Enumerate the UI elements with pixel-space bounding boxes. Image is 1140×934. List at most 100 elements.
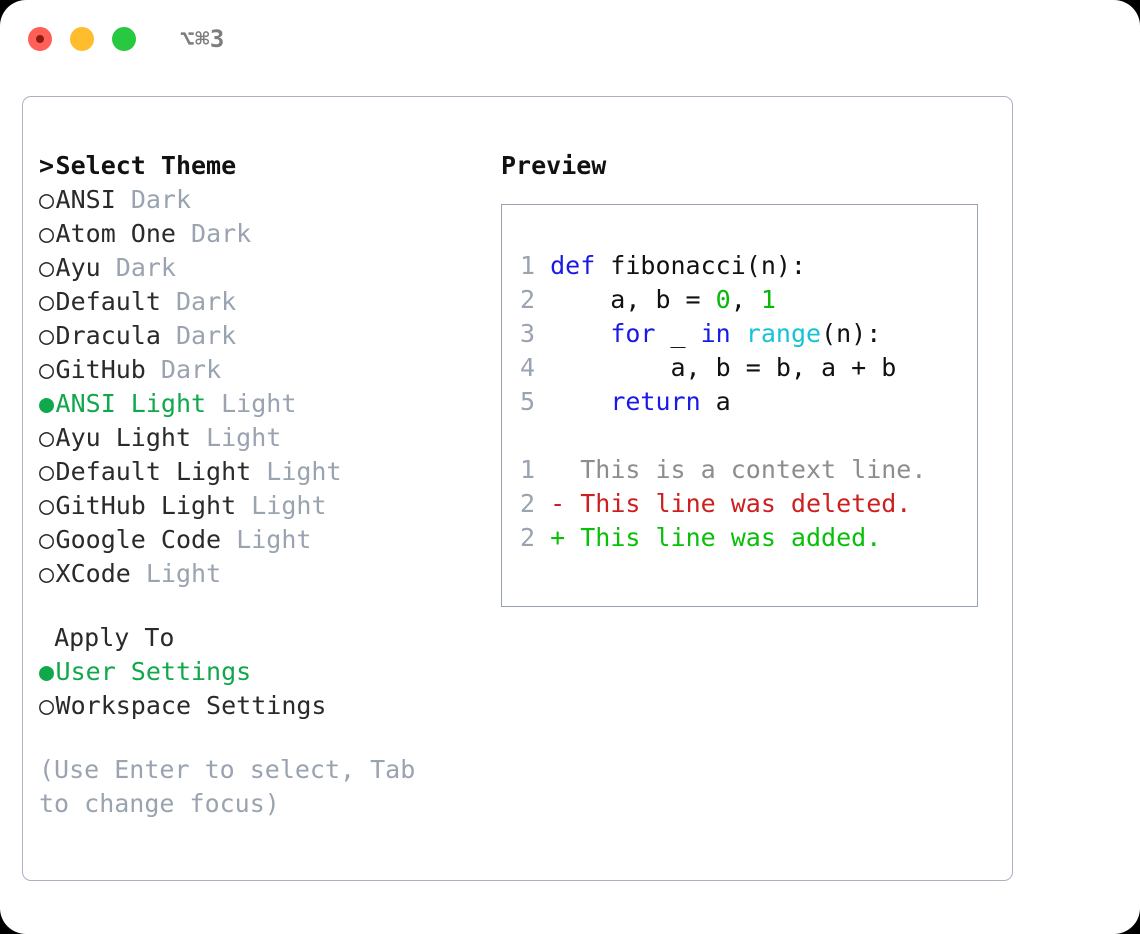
heading-text: Select Theme [55, 151, 237, 180]
code-diff-separator [520, 419, 977, 453]
theme-item-variant: Light [266, 457, 342, 486]
theme-item-variant: Light [236, 525, 312, 554]
theme-item-label: GitHub [55, 355, 146, 384]
diff-line-number: 1 [520, 455, 536, 484]
diff-line: 1 This is a context line. [520, 453, 977, 487]
theme-list: ○ANSI Dark○Atom One Dark○Ayu Dark○Defaul… [39, 183, 489, 591]
theme-item-variant: Dark [175, 321, 237, 350]
theme-list-item[interactable]: ○Atom One Dark [39, 217, 489, 251]
diff-line: 2 + This line was added. [520, 521, 977, 555]
theme-item-variant: Dark [130, 185, 192, 214]
keyboard-hint-text: (Use Enter to select, Tab to change focu… [39, 755, 416, 818]
diff-line-body: This is a context line. [550, 455, 926, 484]
code-token: a, b = [550, 285, 716, 314]
theme-list-item[interactable]: ○Google Code Light [39, 523, 489, 557]
apply-to-item[interactable]: ●User Settings [39, 655, 489, 689]
code-line-number: 5 [520, 387, 536, 416]
code-token: a, b = b, a + b [550, 353, 897, 382]
apply-to-heading-text: Apply To [54, 623, 175, 652]
theme-item-label: Default Light [55, 457, 252, 486]
theme-item-variant: Dark [175, 287, 237, 316]
theme-list-item[interactable]: ○ANSI Dark [39, 183, 489, 217]
zoom-button-icon[interactable] [112, 27, 136, 51]
theme-list-item[interactable]: ○Ayu Dark [39, 251, 489, 285]
radio-unselected-icon: ○ [39, 423, 55, 452]
code-token [731, 319, 746, 348]
apply-to-item[interactable]: ○Workspace Settings [39, 689, 489, 723]
theme-list-item[interactable]: ●ANSI Light Light [39, 387, 489, 421]
diff-line-text: This is a context line. [580, 455, 927, 484]
code-line-number: 3 [520, 319, 536, 348]
diff-line-number: 2 [520, 523, 536, 552]
diff-line-text: This line was added. [580, 523, 882, 552]
radio-unselected-icon: ○ [39, 491, 55, 520]
diff-sample: 1 This is a context line.2- This line wa… [520, 453, 977, 555]
diff-line-text: This line was deleted. [580, 489, 912, 518]
diff-marker: + [550, 523, 566, 552]
theme-item-label: GitHub Light [55, 491, 237, 520]
code-line-number: 4 [520, 353, 536, 382]
theme-item-variant: Dark [191, 219, 252, 248]
radio-unselected-icon: ○ [39, 691, 55, 720]
theme-list-item[interactable]: ○GitHub Dark [39, 353, 489, 387]
code-token: 1 [760, 285, 776, 314]
code-token: in [700, 319, 731, 348]
radio-selected-icon: ● [39, 389, 55, 418]
theme-list-item[interactable]: ○XCode Light [39, 557, 489, 591]
code-token: return [610, 387, 701, 416]
radio-selected-icon: ● [39, 657, 55, 686]
theme-list-item[interactable]: ○GitHub Light Light [39, 489, 489, 523]
theme-item-variant: Dark [115, 253, 176, 282]
code-line-number: 1 [520, 251, 536, 280]
theme-item-label: Google Code [55, 525, 222, 554]
theme-item-label: Atom One [55, 219, 176, 248]
radio-unselected-icon: ○ [39, 525, 55, 554]
code-token: range [745, 319, 822, 348]
radio-unselected-icon: ○ [39, 355, 55, 384]
code-token: , [730, 285, 761, 314]
code-line-number: 2 [520, 285, 536, 314]
theme-item-label: Default [55, 287, 161, 316]
theme-item-variant: Light [251, 491, 327, 520]
theme-list-item[interactable]: ○Dracula Dark [39, 319, 489, 353]
code-token: for [610, 319, 656, 348]
theme-picker-heading: >Select Theme [39, 149, 489, 183]
code-token: _ [655, 319, 701, 348]
main-panel: >Select Theme ○ANSI Dark○Atom One Dark○A… [22, 96, 1013, 881]
preview-title: Preview [501, 151, 607, 180]
code-line: 4 a, b = b, a + b [520, 351, 977, 385]
radio-unselected-icon: ○ [39, 219, 55, 248]
radio-unselected-icon: ○ [39, 559, 55, 588]
apply-to-item-label: Workspace Settings [55, 691, 327, 720]
diff-line-number: 2 [520, 489, 536, 518]
code-token: a [700, 387, 731, 416]
theme-item-label: Dracula [55, 321, 161, 350]
theme-item-label: Ayu Light [55, 423, 192, 452]
minimize-button-icon[interactable] [70, 27, 94, 51]
window-titlebar: ⌥⌘3 [0, 0, 1140, 78]
theme-list-item[interactable]: ○Default Light Light [39, 455, 489, 489]
theme-list-item[interactable]: ○Default Dark [39, 285, 489, 319]
diff-line: 2- This line was deleted. [520, 487, 977, 521]
apply-to-item-label: User Settings [55, 657, 252, 686]
diff-line-body: + This line was added. [550, 523, 881, 552]
code-token: def [550, 251, 596, 280]
code-token: (n): [821, 319, 882, 348]
radio-unselected-icon: ○ [39, 287, 55, 316]
theme-list-item[interactable]: ○Ayu Light Light [39, 421, 489, 455]
theme-item-variant: Light [221, 389, 297, 418]
apply-to-list: ●User Settings○Workspace Settings [39, 655, 489, 723]
diff-line-body: - This line was deleted. [550, 489, 911, 518]
code-line: 5 return a [520, 385, 977, 419]
theme-item-label: ANSI [55, 185, 116, 214]
code-token: 0 [715, 285, 731, 314]
radio-unselected-icon: ○ [39, 253, 55, 282]
heading-marker: > [39, 151, 55, 180]
diff-marker: - [550, 489, 566, 518]
apply-to-heading-indent [39, 623, 54, 652]
code-line: 2 a, b = 0, 1 [520, 283, 977, 317]
close-button-icon[interactable] [28, 27, 52, 51]
theme-item-label: ANSI Light [55, 389, 207, 418]
